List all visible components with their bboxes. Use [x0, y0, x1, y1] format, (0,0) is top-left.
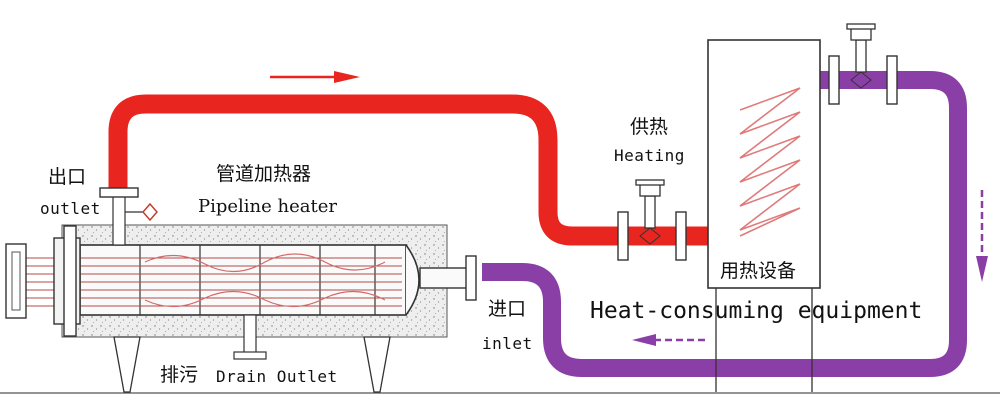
equipment-label-en: Heat-consuming equipment — [590, 298, 923, 324]
return-flow-arrow-bottom — [632, 334, 706, 346]
heater-left-flange — [63, 225, 77, 337]
baffles — [139, 245, 376, 315]
inlet-flange — [465, 255, 477, 301]
outlet-label-cn: 出口 — [48, 166, 87, 188]
heater-shell — [79, 244, 407, 316]
drain-flange — [233, 351, 267, 360]
outlet-riser — [112, 195, 126, 246]
inlet-label-cn: 进口 — [488, 298, 527, 320]
equipment-label-cn: 用热设备 — [720, 260, 797, 282]
return-flow-arrow-side — [976, 190, 988, 282]
drain-label-en: Drain Outlet — [216, 367, 338, 386]
hot-flow-arrow — [270, 71, 360, 83]
drain-pipe — [243, 314, 257, 354]
safety-valve — [142, 202, 158, 222]
heater-leg-right — [363, 336, 391, 393]
outlet-label-en: outlet — [40, 199, 101, 218]
heating-tubes — [22, 257, 402, 307]
heater-label-cn: 管道加热器 — [216, 163, 312, 185]
outlet-flange — [99, 187, 139, 198]
pipeline-heater — [5, 187, 471, 393]
drain-label-cn: 排污 — [160, 364, 199, 386]
supply-valve — [617, 179, 687, 261]
heater-leg-left — [113, 336, 141, 393]
inlet-label-en: inlet — [482, 334, 533, 353]
heat-consuming-equipment — [707, 39, 821, 392]
heater-label-en: Pipeline heater — [198, 196, 337, 217]
heating-label-cn: 供热 — [630, 116, 669, 138]
hot-supply-pipe — [108, 94, 708, 246]
cold-return-pipe — [482, 71, 967, 377]
heater-end-cap — [405, 244, 420, 316]
terminal-box — [5, 243, 27, 319]
end-nozzle — [419, 267, 471, 289]
heating-coil — [739, 87, 801, 237]
return-valve — [828, 23, 898, 105]
flow-waves — [144, 253, 386, 273]
heating-label-en: Heating — [614, 146, 685, 165]
